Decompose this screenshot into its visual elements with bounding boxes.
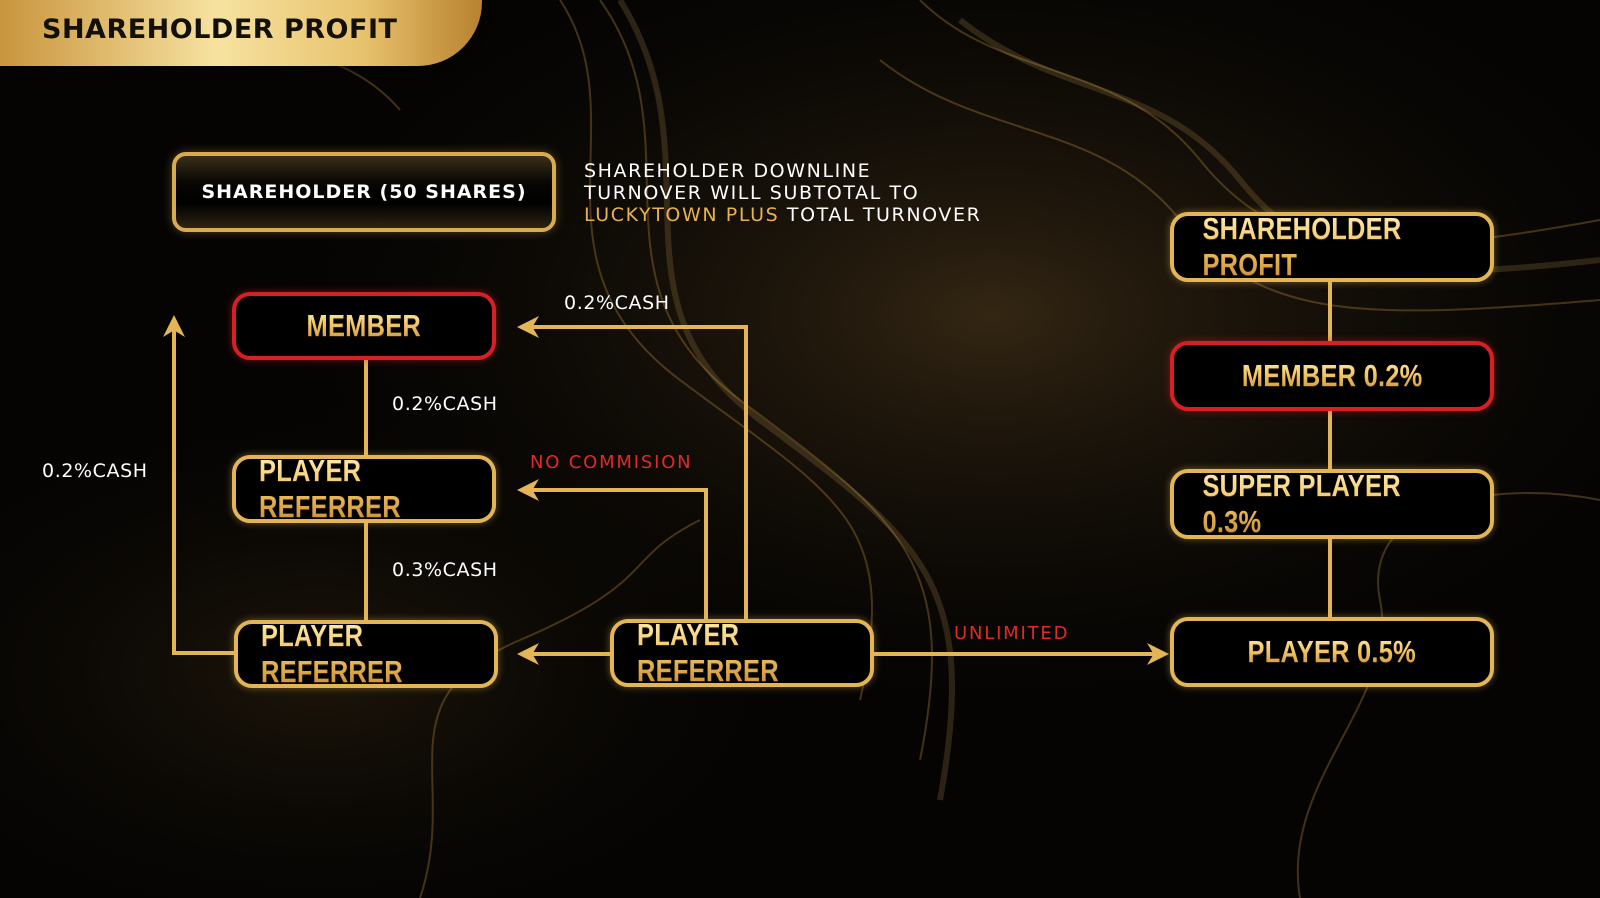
left-loop-label: 0.2%CASH: [42, 460, 148, 482]
member-node: MEMBER: [232, 292, 496, 360]
member-to-referrer-label: 0.2%CASH: [392, 393, 498, 415]
note-line-3: LUCKYTOWN PLUS TOTAL TURNOVER: [584, 204, 1044, 226]
player-rate-label: PLAYER 0.5%: [1247, 634, 1417, 669]
member-rate-node: MEMBER 0.2%: [1170, 341, 1494, 411]
super-player-rate-node: SUPER PLAYER 0.3%: [1170, 468, 1494, 540]
member-node-label: MEMBER: [306, 308, 422, 343]
shareholder-box: SHAREHOLDER (50 SHARES): [172, 152, 556, 232]
shareholder-profit-label: SHAREHOLDER PROFIT: [1202, 211, 1461, 283]
player-rate-node: PLAYER 0.5%: [1170, 617, 1494, 687]
player-referrer-mid-label: PLAYER REFERRER: [259, 453, 469, 525]
note-line-2: TURNOVER WILL SUBTOTAL TO: [584, 182, 920, 204]
center-player-referrer-label: PLAYER REFERRER: [637, 617, 847, 689]
page-title: SHAREHOLDER PROFIT: [42, 14, 398, 45]
top-arrow-label: 0.2%CASH: [564, 292, 670, 314]
header-tab: SHAREHOLDER PROFIT: [0, 0, 482, 66]
player-referrer-bottom-node: PLAYER REFERRER: [234, 618, 498, 690]
note-line-1: SHAREHOLDER DOWNLINE: [584, 160, 872, 182]
member-rate-label: MEMBER 0.2%: [1241, 358, 1423, 393]
no-commision-label: NO COMMISION: [530, 452, 693, 473]
note-line-3-rest: TOTAL TURNOVER: [779, 204, 982, 226]
super-player-rate-label: SUPER PLAYER 0.3%: [1202, 468, 1461, 540]
player-referrer-mid-node: PLAYER REFERRER: [232, 453, 496, 525]
center-player-referrer-node: PLAYER REFERRER: [610, 617, 874, 689]
luckytown-plus-highlight: LUCKYTOWN PLUS: [584, 204, 780, 226]
unlimited-label: UNLIMITED: [954, 623, 1070, 644]
shareholder-profit-node: SHAREHOLDER PROFIT: [1170, 211, 1494, 283]
turnover-note: SHAREHOLDER DOWNLINE TURNOVER WILL SUBTO…: [584, 160, 1044, 226]
referrer-to-referrer-label: 0.3%CASH: [392, 559, 498, 581]
player-referrer-bottom-label: PLAYER REFERRER: [261, 618, 471, 690]
